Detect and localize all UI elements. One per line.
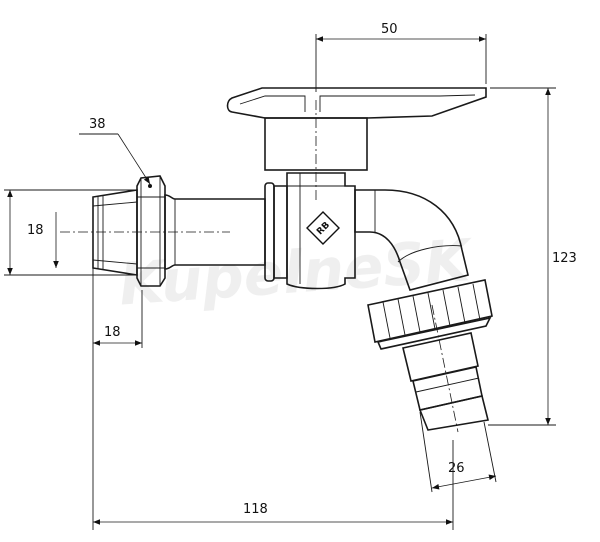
axis-spout [431, 304, 459, 433]
dimension-hex-size: 38 [79, 117, 152, 188]
spout-elbow [354, 189, 469, 291]
dimension-thread-diameter: 18 [4, 189, 137, 276]
dimension-total-length: 118 [93, 440, 454, 530]
dimension-label-hex-size: 38 [89, 117, 106, 132]
handle-lever [226, 87, 487, 119]
dimension-label-thread-length: 18 [104, 325, 121, 340]
brand-logo: RB [306, 211, 340, 245]
dimension-label-handle-width: 50 [381, 22, 398, 37]
dimension-handle-width: 50 [315, 22, 487, 92]
dimension-label-total-height: 123 [552, 251, 577, 266]
dimension-total-height: 123 [488, 87, 577, 426]
dimension-label-hose-diameter: 26 [448, 461, 465, 476]
hose-connector [402, 332, 489, 431]
dimension-label-total-length: 118 [243, 502, 268, 517]
union-nut [367, 279, 493, 350]
dimension-label-thread-diameter: 18 [27, 223, 44, 238]
dimension-thread-length: 18 [92, 268, 143, 530]
watermark: KupelneSK [117, 226, 476, 319]
dimension-hose-diameter: 26 [419, 411, 497, 493]
